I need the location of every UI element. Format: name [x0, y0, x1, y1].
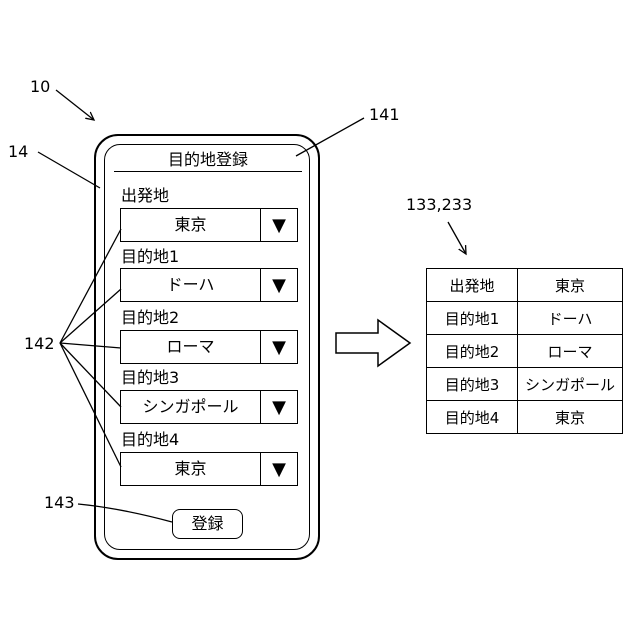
table-value-cell: シンガポール — [518, 368, 623, 401]
destination-table: 出発地 東京 目的地1 ドーハ 目的地2 ローマ 目的地3 シンガポール 目的地… — [426, 268, 623, 434]
field-label-destination-4: 目的地4 — [121, 431, 179, 449]
table-row: 目的地3 シンガポール — [427, 368, 623, 401]
table-key-cell: 目的地4 — [427, 401, 518, 434]
dropdown-arrow-icon[interactable]: ▼ — [260, 331, 297, 363]
dropdown-destination-1[interactable]: ドーハ ▼ — [120, 268, 298, 302]
table-key-cell: 目的地3 — [427, 368, 518, 401]
table-row: 目的地1 ドーハ — [427, 302, 623, 335]
ref-label-device: 10 — [30, 78, 50, 96]
transfer-arrow — [336, 320, 410, 366]
field-label-destination-3: 目的地3 — [121, 369, 179, 387]
table-row: 目的地2 ローマ — [427, 335, 623, 368]
dropdown-destination-3[interactable]: シンガポール ▼ — [120, 390, 298, 424]
dropdown-value: ローマ — [121, 331, 260, 363]
screen-title: 目的地登録 — [114, 150, 302, 170]
ref-label-fields: 142 — [24, 335, 55, 353]
field-label-destination-2: 目的地2 — [121, 309, 179, 327]
table-key-cell: 目的地2 — [427, 335, 518, 368]
dropdown-value: シンガポール — [121, 391, 260, 423]
register-button[interactable]: 登録 — [172, 509, 243, 539]
leader-14 — [38, 152, 100, 188]
dropdown-arrow-icon[interactable]: ▼ — [260, 391, 297, 423]
table-key-cell: 出発地 — [427, 269, 518, 302]
leader-10 — [56, 90, 94, 120]
ref-label-storage: 133,233 — [406, 196, 472, 214]
table-value-cell: 東京 — [518, 269, 623, 302]
dropdown-arrow-icon[interactable]: ▼ — [260, 269, 297, 301]
table-key-cell: 目的地1 — [427, 302, 518, 335]
ref-label-button: 143 — [44, 494, 75, 512]
table-value-cell: ローマ — [518, 335, 623, 368]
dropdown-value: ドーハ — [121, 269, 260, 301]
dropdown-destination-4[interactable]: 東京 ▼ — [120, 452, 298, 486]
table-value-cell: 東京 — [518, 401, 623, 434]
dropdown-value: 東京 — [121, 209, 260, 241]
table-value-cell: ドーハ — [518, 302, 623, 335]
dropdown-arrow-icon[interactable]: ▼ — [260, 209, 297, 241]
table-row: 目的地4 東京 — [427, 401, 623, 434]
leader-133 — [448, 222, 466, 254]
field-label-departure: 出発地 — [121, 187, 169, 205]
dropdown-destination-2[interactable]: ローマ ▼ — [120, 330, 298, 364]
dropdown-arrow-icon[interactable]: ▼ — [260, 453, 297, 485]
table-row: 出発地 東京 — [427, 269, 623, 302]
title-divider — [114, 171, 302, 172]
ref-label-screen: 141 — [369, 106, 400, 124]
ref-label-display: 14 — [8, 143, 28, 161]
dropdown-value: 東京 — [121, 453, 260, 485]
field-label-destination-1: 目的地1 — [121, 248, 179, 266]
dropdown-departure[interactable]: 東京 ▼ — [120, 208, 298, 242]
